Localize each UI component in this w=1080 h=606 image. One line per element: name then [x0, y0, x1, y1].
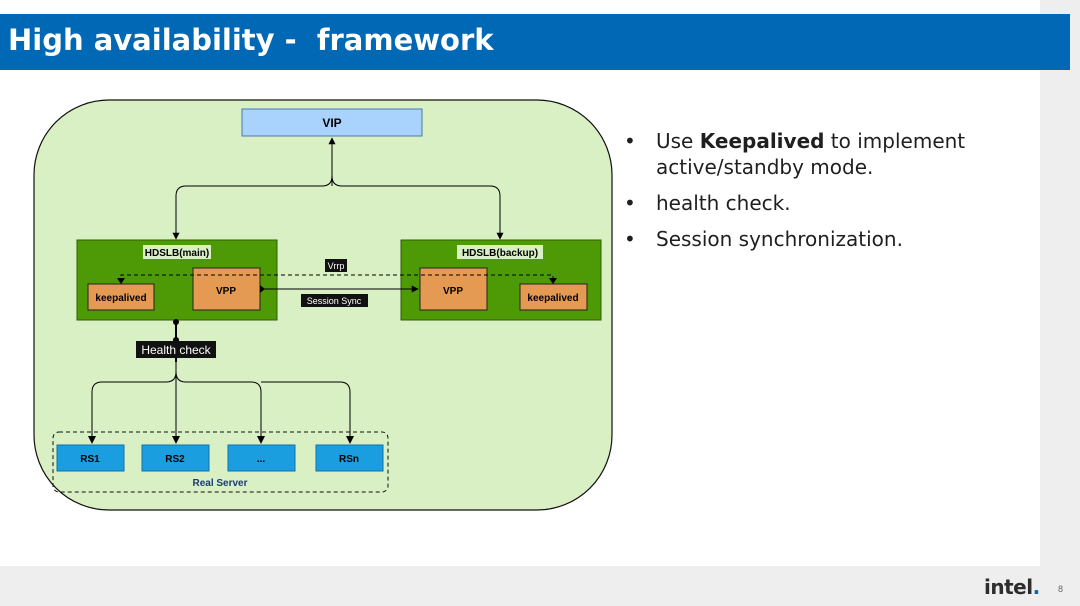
- rs3-box: [227, 444, 296, 472]
- bullet-text: Session synchronization.: [656, 227, 903, 251]
- arrow-rsn: [346, 436, 354, 444]
- bullet-dot: •: [624, 129, 636, 153]
- bullet-bold-text: Keepalived: [699, 129, 825, 153]
- hdslb-backup-label: HDSLB(backup): [462, 248, 538, 259]
- vip-label: VIP: [322, 116, 341, 130]
- arrow-rs2: [172, 436, 180, 444]
- vip-connector: [175, 175, 501, 238]
- logo-dot: .: [1032, 575, 1041, 599]
- title-bar: High availability - framework: [0, 14, 1070, 70]
- intel-logo: intel.: [984, 575, 1040, 599]
- bullet-text: Use: [656, 129, 700, 153]
- bullet-item: • health check.: [622, 190, 1032, 216]
- bullet-dot: •: [624, 227, 636, 251]
- vip-box: [241, 108, 423, 137]
- keepalived-backup-box: [519, 283, 588, 311]
- footer-bar: [0, 566, 1040, 606]
- vrrp-arrow-backup: [549, 278, 557, 284]
- vpp-main-label: VPP: [216, 286, 236, 297]
- bullet-dot: •: [624, 191, 636, 215]
- vpp-backup-box: [419, 267, 488, 311]
- vrrp-arrow-main: [117, 278, 125, 284]
- keepalived-main-label: keepalived: [95, 293, 146, 304]
- bullet-item: • Use Keepalived to implement active/stan…: [622, 128, 1032, 180]
- session-sync-start: [260, 285, 265, 293]
- bullet-text-rest: to implement active/standby mode.: [656, 129, 966, 179]
- health-check-label: Health check: [141, 343, 211, 357]
- page-number: 8: [1058, 584, 1064, 594]
- slide-title: High availability - framework: [8, 23, 494, 57]
- real-server-group-label: Real Server: [192, 478, 247, 489]
- session-sync-label: Session Sync: [307, 296, 362, 306]
- right-margin-strip: [1040, 0, 1080, 606]
- hdslb-main-label-bg: [143, 245, 211, 259]
- rsn-label: RSn: [339, 454, 359, 465]
- real-server-group: [52, 431, 389, 493]
- hdslb-main-label: HDSLB(main): [145, 248, 209, 259]
- bullet-text: health check.: [656, 191, 791, 215]
- bullet-list: • Use Keepalived to implement active/stan…: [622, 128, 1032, 262]
- arrow-rs1: [88, 436, 96, 444]
- vrrp-label-bg: [325, 259, 347, 272]
- health-check-branches: [91, 362, 351, 443]
- rs1-label: RS1: [80, 454, 100, 465]
- rs2-label: RS2: [165, 454, 185, 465]
- rs2-box: [141, 444, 210, 472]
- session-sync-label-bg: [301, 294, 368, 307]
- logo-text: intel: [984, 575, 1033, 599]
- keepalived-backup-label: keepalived: [527, 293, 578, 304]
- hdslb-backup-label-bg: [457, 245, 543, 259]
- rs3-label: ...: [257, 454, 266, 465]
- health-check-label-bg: [136, 341, 216, 358]
- rs1-box: [56, 444, 125, 472]
- vrrp-label: Vrrp: [328, 261, 345, 271]
- health-check-dot-top: [173, 319, 179, 325]
- rsn-box: [315, 444, 384, 472]
- bullet-item: • Session synchronization.: [622, 226, 1032, 252]
- arrow-rs3: [257, 436, 265, 444]
- vpp-backup-label: VPP: [443, 286, 463, 297]
